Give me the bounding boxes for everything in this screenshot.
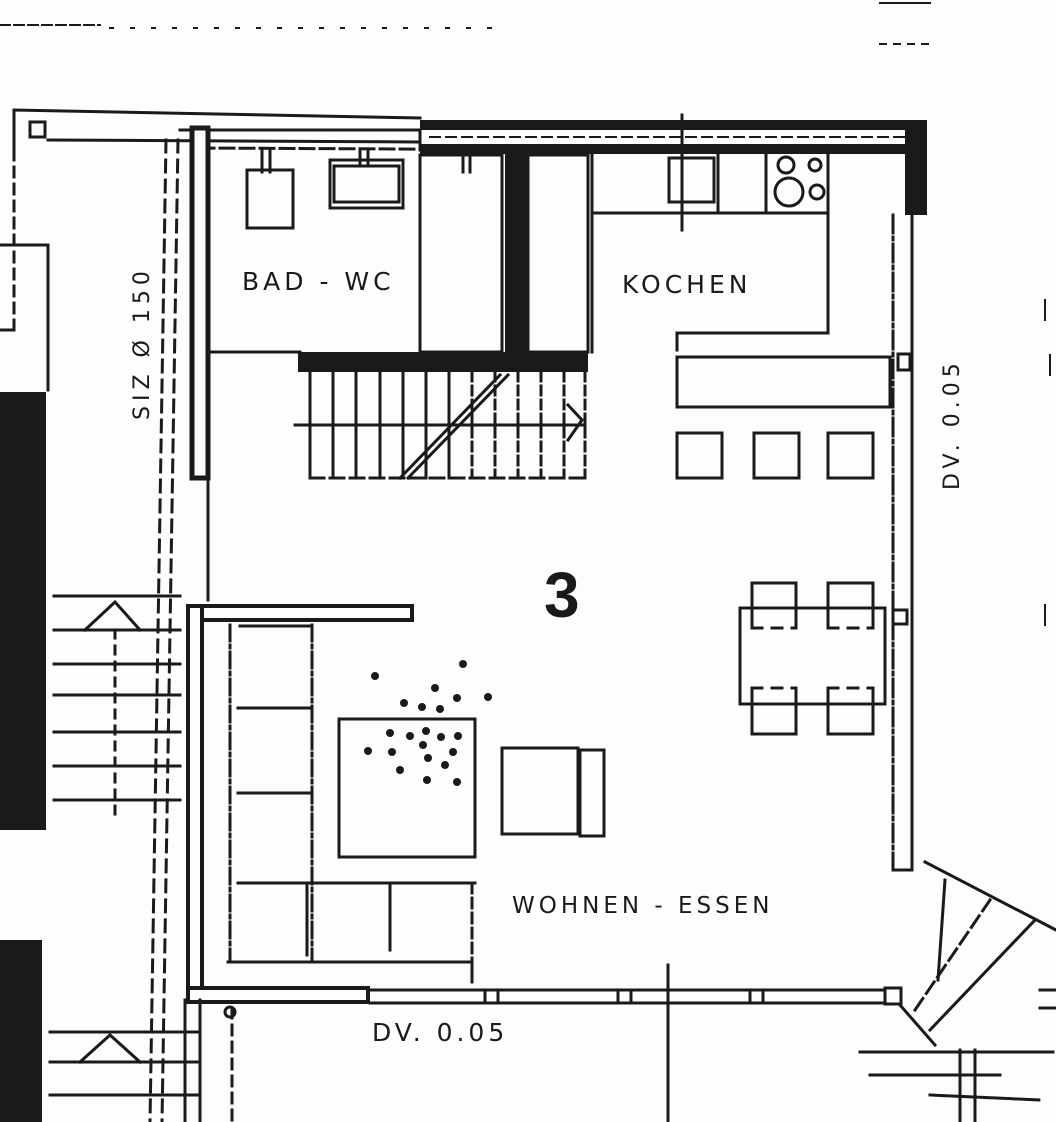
neighbor-wall-left (0, 392, 46, 1122)
siz-annotation: SIZ Ø 150 (130, 266, 155, 420)
sofa (226, 623, 477, 984)
wall-right (891, 213, 914, 872)
bath-fixtures (206, 148, 405, 354)
entry-stair (897, 859, 1056, 1048)
wall-left-upper (189, 125, 211, 481)
dining-table (738, 581, 887, 736)
staircase (293, 370, 587, 481)
wall-bottom-window (223, 963, 903, 1122)
outer-frame-top (0, 108, 422, 392)
dv-annotation-bottom: DV. 0.05 (372, 1018, 509, 1047)
room-label-kitchen: KOCHEN (622, 270, 752, 299)
dv-annotation-right: DV. 0.05 (940, 358, 965, 490)
unit-number: 3 (544, 559, 580, 631)
stair-left-lower (48, 998, 202, 1122)
shaft-cabinets (418, 148, 590, 354)
scan-noise (0, 2, 1051, 626)
room-label-living: WOHNEN - ESSEN (512, 893, 774, 919)
coffee-table (337, 717, 477, 859)
room-label-bath: BAD - WC (242, 267, 395, 296)
scan-noise-bottom-right (858, 1048, 1056, 1122)
wall-living (186, 604, 414, 1004)
plant-dots (364, 660, 492, 786)
armchair (500, 746, 606, 838)
kitchen-counter (590, 113, 912, 480)
stair-left-upper (52, 594, 182, 817)
